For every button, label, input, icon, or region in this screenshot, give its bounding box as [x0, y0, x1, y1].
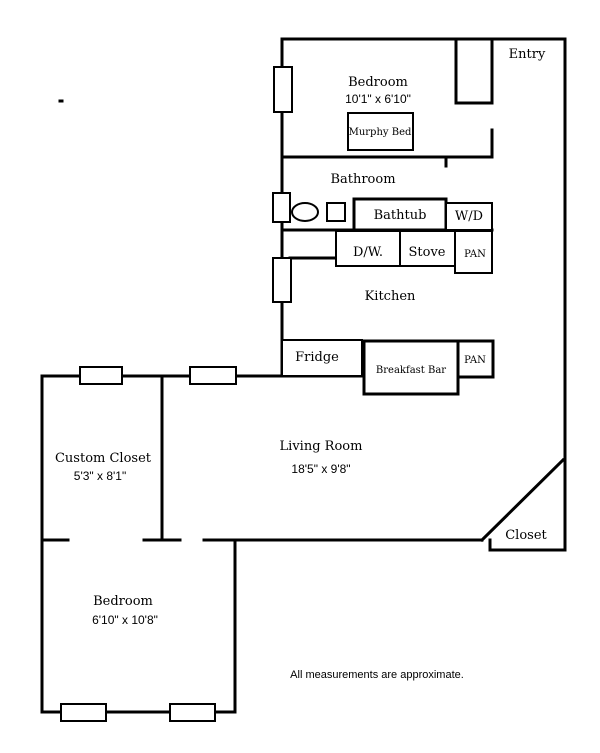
fixture-label: D/W.: [353, 245, 383, 260]
murphy-bed: [347, 112, 414, 151]
pantry: [456, 339, 495, 379]
window: [272, 192, 291, 223]
room-label: Closet: [505, 528, 547, 543]
disclaimer-note: All measurements are approximate.: [290, 669, 464, 681]
sink: [326, 202, 346, 222]
fixtures: [281, 38, 495, 396]
room-dims: 5'3" x 8'1": [74, 469, 126, 483]
fixture-label: PAN: [464, 249, 486, 260]
room-label: Kitchen: [365, 289, 416, 304]
fixture-label: Stove: [409, 245, 446, 260]
room-dims: 10'1" x 6'10": [345, 92, 411, 106]
fixture-label: PAN: [464, 355, 486, 366]
fixture-label: Breakfast Bar: [376, 365, 446, 376]
room-label: Living Room: [280, 439, 363, 454]
room-dims: 6'10" x 10'8": [92, 613, 158, 627]
window: [189, 366, 237, 385]
window: [60, 703, 107, 722]
room-label: Entry: [509, 47, 546, 62]
window: [272, 257, 292, 303]
windows: [60, 66, 293, 722]
stove: [399, 230, 456, 267]
fixture-label: W/D: [455, 209, 483, 224]
pantry: [454, 230, 493, 274]
room-label: Custom Closet: [55, 451, 152, 466]
room-label: Bedroom: [93, 594, 153, 609]
fridge: [281, 339, 363, 377]
window: [273, 66, 293, 113]
room-label: Bathroom: [330, 172, 395, 187]
room-label: Bedroom: [348, 75, 408, 90]
window: [79, 366, 123, 385]
window: [169, 703, 216, 722]
dishwasher: [335, 230, 401, 267]
room-dims: 18'5" x 9'8": [291, 462, 350, 476]
fixture-label: Fridge: [295, 350, 339, 365]
fixture-label: Bathtub: [374, 208, 427, 223]
toilet: [291, 202, 319, 222]
fixture-label: Murphy Bed: [349, 127, 412, 138]
